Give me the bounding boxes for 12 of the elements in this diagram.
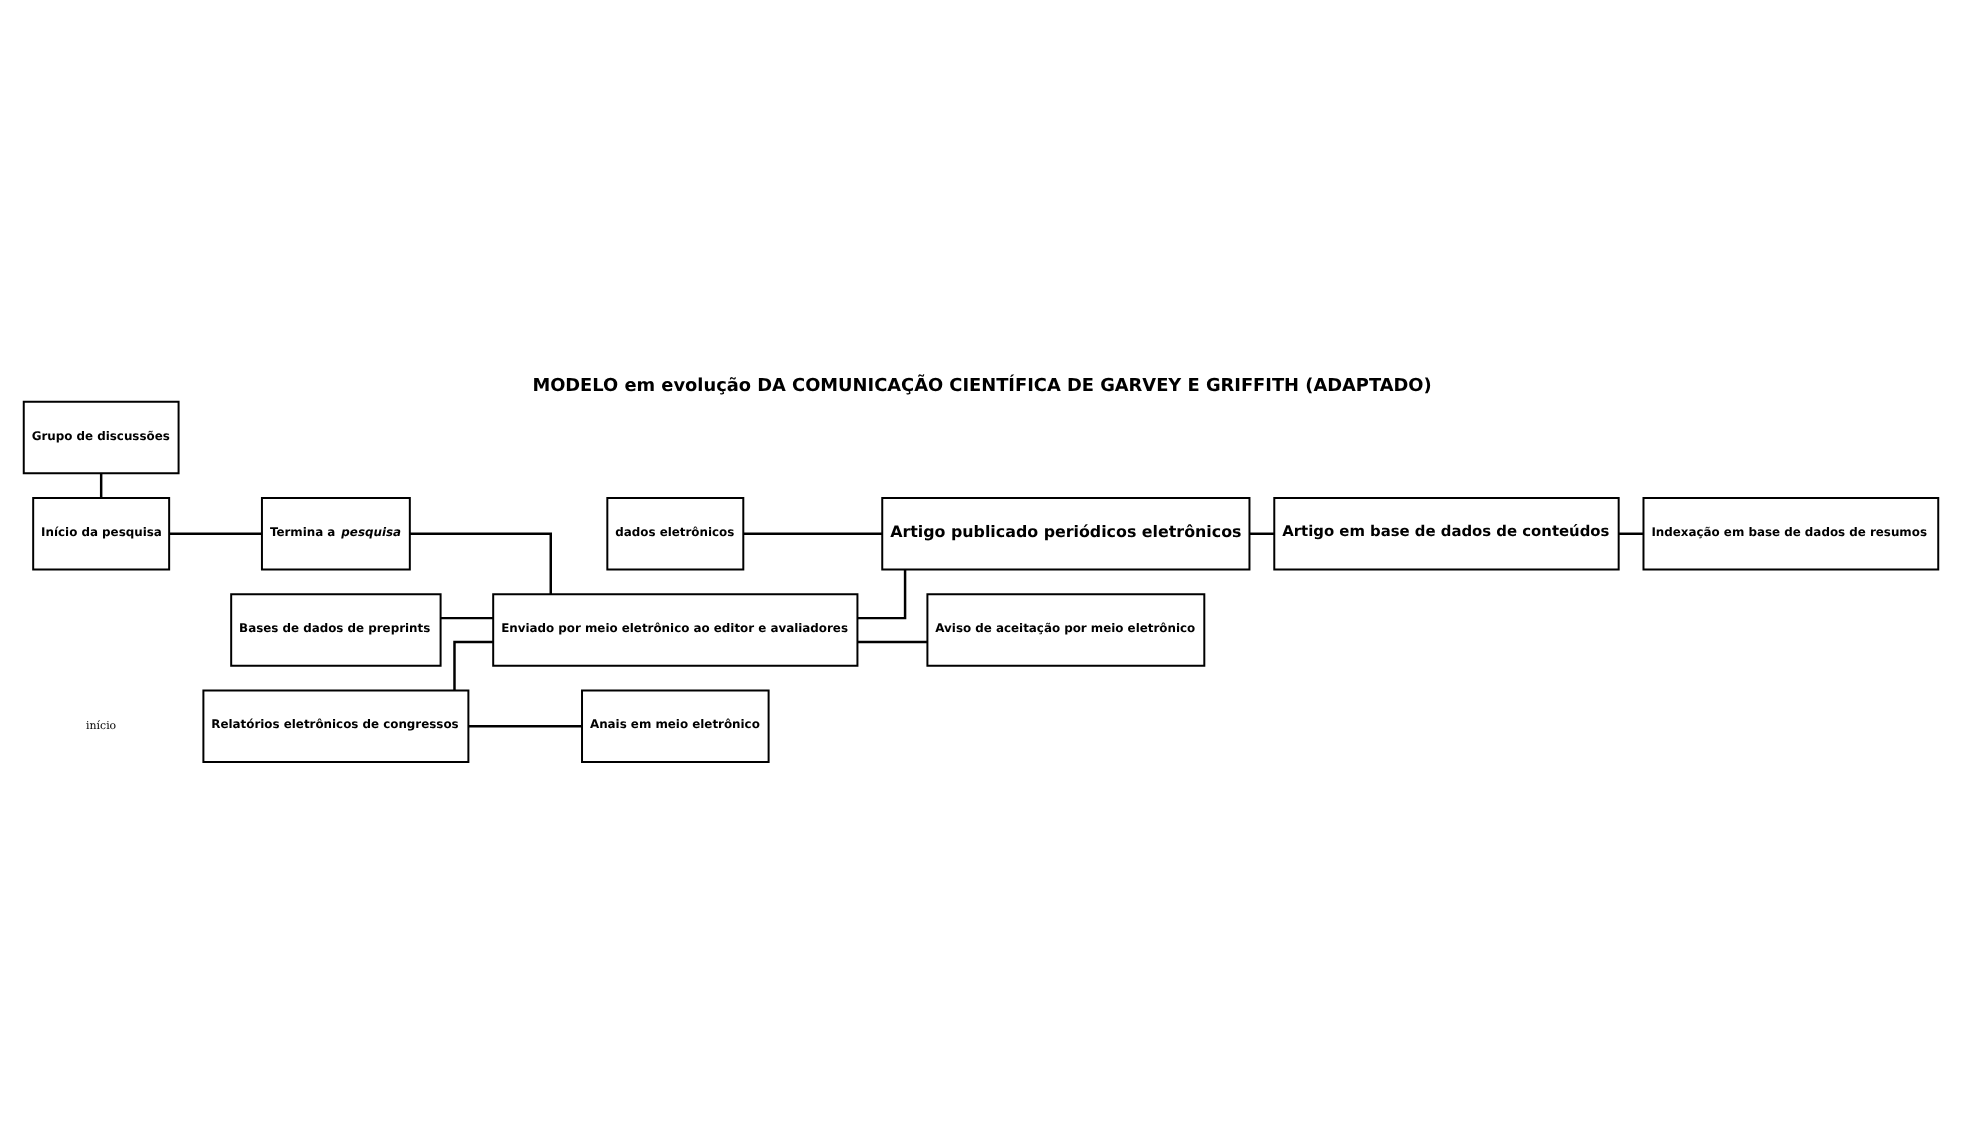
connector bbox=[169, 532, 262, 535]
connector bbox=[1618, 532, 1644, 535]
connector bbox=[99, 473, 103, 498]
connector bbox=[453, 640, 493, 691]
connector bbox=[1249, 532, 1275, 535]
connector bbox=[857, 569, 907, 620]
diagram-title: MODELO em evolução DA COMUNICAÇÃO CIENTÍFICA DE GARVEY E GRIFFITH (ADAPTADO) bbox=[532, 377, 1432, 398]
connector bbox=[743, 532, 882, 535]
connector bbox=[857, 640, 928, 644]
connector bbox=[468, 725, 582, 728]
connector bbox=[409, 532, 552, 595]
connector bbox=[440, 616, 494, 620]
